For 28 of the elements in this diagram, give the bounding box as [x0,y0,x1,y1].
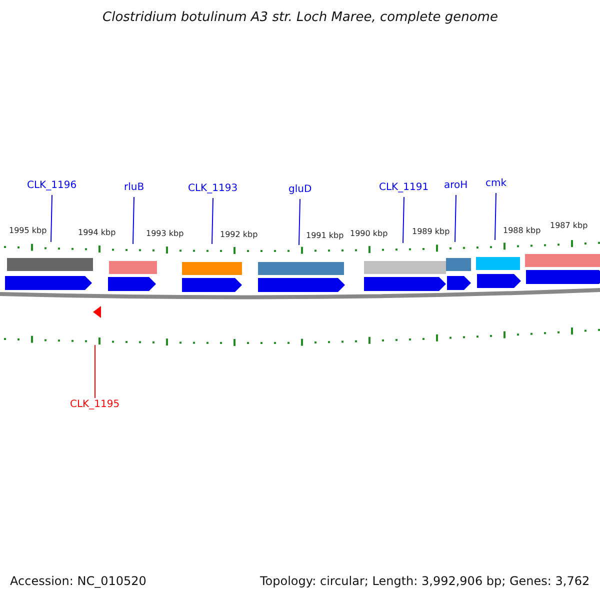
scale-label: 1993 kbp [146,229,184,238]
gene-label: CLK_1196 [27,180,77,191]
gene-label: aroH [444,180,468,191]
scale-label: 1994 kbp [78,228,116,237]
leader-line [454,194,456,242]
leader-line [132,196,134,244]
gene-label: CLK_1195 [70,399,120,410]
genome-info-text: Topology: circular; Length: 3,992,906 bp; Genes: 3,762 [260,574,590,588]
scale-label: 1989 kbp [412,227,450,236]
gene-label: rluB [124,182,144,193]
leader-line [402,196,404,244]
map-title: Clostridium botulinum A3 str. Loch Maree, complete genome [102,10,498,25]
scale-label: 1992 kbp [220,230,258,239]
scale-label: 1990 kbp [350,229,388,238]
gene-label: CLK_1193 [188,183,238,194]
leader-line [94,344,96,398]
leader-line [298,198,300,246]
scale-label: 1995 kbp [9,226,47,235]
scale-label: 1991 kbp [306,231,344,240]
scale-label: 1988 kbp [503,226,541,235]
gene-label: cmk [486,178,507,189]
leader-line [494,192,496,240]
gene-label: gluD [288,184,312,195]
leader-line [50,194,52,242]
accession-text: Accession: NC_010520 [10,574,146,588]
scale-label: 1987 kbp [550,221,588,230]
gene-label: CLK_1191 [379,182,429,193]
leader-line [212,198,214,244]
